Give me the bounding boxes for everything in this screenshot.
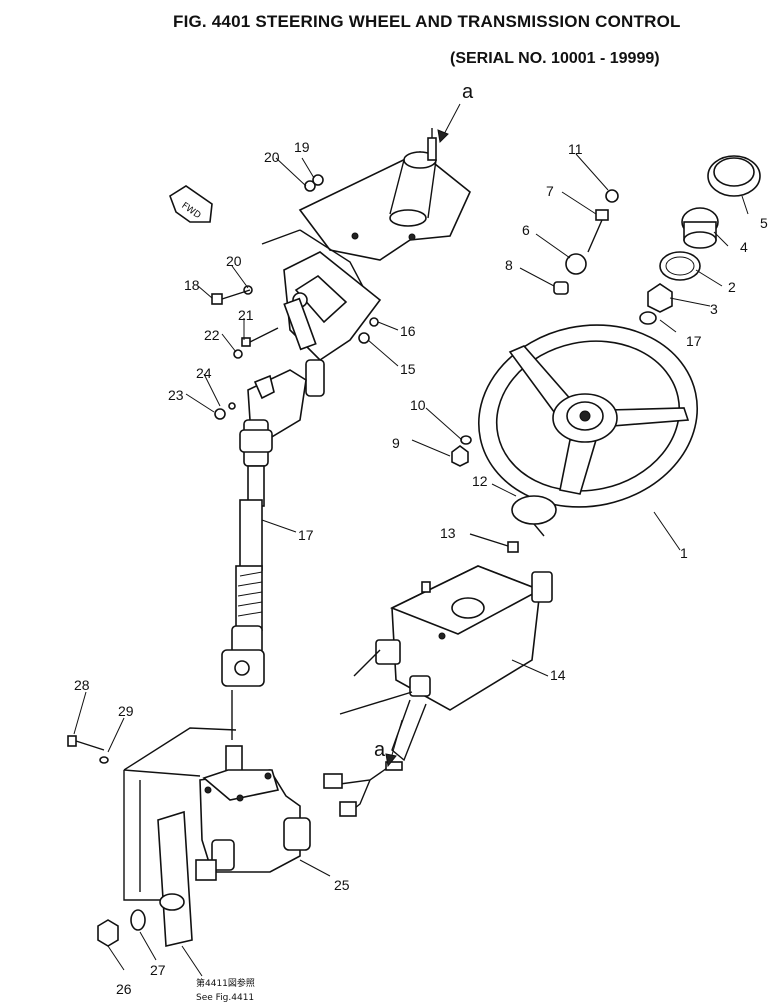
wiring-harness <box>323 761 403 817</box>
callout-13: 13 <box>440 525 456 541</box>
nut-9 <box>451 445 469 467</box>
horn-button-4 <box>681 207 719 249</box>
small-hardware <box>211 174 379 420</box>
cap-11 <box>605 189 619 203</box>
callout-4: 4 <box>740 239 748 255</box>
callout-20-top: 20 <box>264 149 280 165</box>
figure-title: FIG. 4401 STEERING WHEEL AND TRANSMISSIO… <box>173 12 681 31</box>
callout-10: 10 <box>410 397 426 413</box>
callout-labels: a a 1 2 3 4 5 6 7 8 9 10 11 12 13 14 15 … <box>74 81 768 1003</box>
leader-lines <box>73 103 749 977</box>
callout-29: 29 <box>118 703 134 719</box>
callout-1: 1 <box>680 545 688 561</box>
tilt-bracket <box>283 251 382 397</box>
bushing-8 <box>553 281 569 295</box>
callout-2: 2 <box>728 279 736 295</box>
mounting-frame <box>123 727 237 947</box>
callout-7: 7 <box>546 183 554 199</box>
serial-range: (SERIAL NO. 10001 - 19999) <box>450 50 660 67</box>
knob-6 <box>565 253 587 275</box>
nut-26 <box>97 919 119 947</box>
steering-wheel <box>477 324 699 508</box>
forward-arrow-icon: FWD <box>169 185 213 223</box>
callout-8: 8 <box>505 257 513 273</box>
washer-10 <box>460 435 472 445</box>
washer-17 <box>639 311 657 325</box>
reference-japanese: 第4411図参照 <box>196 977 255 989</box>
callout-23: 23 <box>168 387 184 403</box>
callout-21: 21 <box>238 307 254 323</box>
transmission-control-14 <box>339 565 553 762</box>
callout-20-mid: 20 <box>226 253 242 269</box>
reference-english: See Fig.4411 <box>196 993 254 1003</box>
bolt-28 <box>67 735 105 751</box>
callout-14: 14 <box>550 667 566 683</box>
steering-shaft <box>221 419 273 740</box>
callout-a-bottom: a <box>374 739 386 761</box>
upper-column-bracket <box>261 128 471 331</box>
callout-16: 16 <box>400 323 416 339</box>
switch-12 <box>511 495 557 537</box>
callout-22: 22 <box>204 327 220 343</box>
callout-5: 5 <box>760 215 768 231</box>
callout-27: 27 <box>150 962 166 978</box>
callout-12: 12 <box>472 473 488 489</box>
callout-17-washer: 17 <box>686 333 702 349</box>
callout-15: 15 <box>400 361 416 377</box>
nut-3 <box>647 283 673 313</box>
callout-25: 25 <box>334 877 350 893</box>
horn-cap-5 <box>707 155 761 197</box>
callout-6: 6 <box>522 222 530 238</box>
callout-26: 26 <box>116 981 132 997</box>
callout-17-shaft: 17 <box>298 527 314 543</box>
washer-29 <box>99 756 109 764</box>
ring-2 <box>659 251 701 281</box>
callout-24: 24 <box>196 365 212 381</box>
callout-11: 11 <box>568 141 583 157</box>
screw-7 <box>587 209 609 253</box>
callout-3: 3 <box>710 301 718 317</box>
washer-27 <box>130 909 146 931</box>
callout-28: 28 <box>74 677 90 693</box>
steering-gearbox <box>195 745 311 881</box>
callout-19: 19 <box>294 139 310 155</box>
screw-13 <box>469 533 519 553</box>
callout-9: 9 <box>392 435 400 451</box>
callout-a-top: a <box>462 81 474 103</box>
callout-18: 18 <box>184 277 200 293</box>
